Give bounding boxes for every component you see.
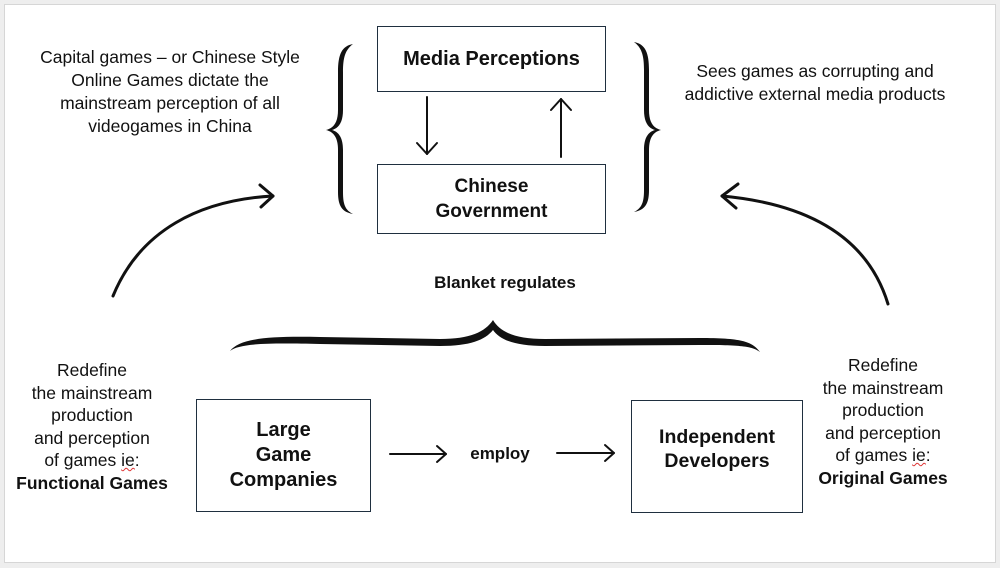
note-line: Online Games dictate the <box>71 70 269 90</box>
note-line: the mainstream <box>31 382 153 403</box>
note-line: videogames in China <box>88 116 252 136</box>
spellcheck-word: ie <box>121 450 135 470</box>
media-view-note: Sees games as corrupting and addictive e… <box>660 60 970 106</box>
box-label: Developers <box>664 450 770 472</box>
left-brace-icon <box>326 44 353 214</box>
functional-games-note: Redefine the mainstream production and p… <box>2 359 182 494</box>
blanket-regulates-label: Blanket regulates <box>434 273 576 292</box>
note-line: the mainstream <box>822 377 944 398</box>
note-line: production <box>51 405 133 425</box>
note-line: production <box>842 400 924 420</box>
media-perceptions-box: Media Perceptions <box>377 26 606 92</box>
arrow-up-icon <box>550 98 572 158</box>
right-brace-icon <box>634 42 661 212</box>
functional-games-label: Functional Games <box>16 472 168 493</box>
box-label: Game <box>255 444 312 466</box>
arrow-down-icon <box>416 96 438 155</box>
note-line: Capital games – or Chinese Style <box>40 47 300 67</box>
curved-arrow-right-icon <box>720 182 890 306</box>
box-label: Chinese <box>454 176 529 197</box>
note-line: Redefine <box>56 360 128 380</box>
large-game-companies-box: Large Game Companies <box>196 399 371 512</box>
horizontal-brace-icon <box>230 320 760 352</box>
note-line: of games ie: <box>2 449 182 472</box>
note-text: : <box>134 450 140 470</box>
capital-games-note: Capital games – or Chinese Style Online … <box>20 46 320 138</box>
employ-label: employ <box>470 444 530 463</box>
note-text: of games <box>835 445 913 465</box>
independent-developers-box: Independent Developers <box>631 400 803 513</box>
curved-arrow-left-icon <box>111 183 275 298</box>
note-line: of games ie: <box>793 444 973 467</box>
box-label: Government <box>435 201 548 222</box>
note-line: Redefine <box>847 355 919 375</box>
slide <box>4 4 996 563</box>
note-line: mainstream perception of all <box>60 93 280 113</box>
note-text: : <box>925 445 931 465</box>
note-line: and perception <box>34 427 150 448</box>
arrow-right-icon <box>389 445 447 463</box>
box-label: Independent <box>659 426 775 448</box>
note-line: addictive external media products <box>684 84 946 104</box>
box-label: Media Perceptions <box>403 47 580 70</box>
box-label: Companies <box>229 469 338 491</box>
chinese-government-box: Chinese Government <box>377 164 606 234</box>
note-text: of games <box>44 450 122 470</box>
note-line: and perception <box>825 422 941 443</box>
arrow-right-icon <box>556 444 615 462</box>
note-line: Sees games as corrupting and <box>696 61 934 81</box>
original-games-note: Redefine the mainstream production and p… <box>793 354 973 489</box>
box-label: Large <box>256 419 311 441</box>
original-games-label: Original Games <box>818 467 948 488</box>
spellcheck-word: ie <box>912 445 926 465</box>
